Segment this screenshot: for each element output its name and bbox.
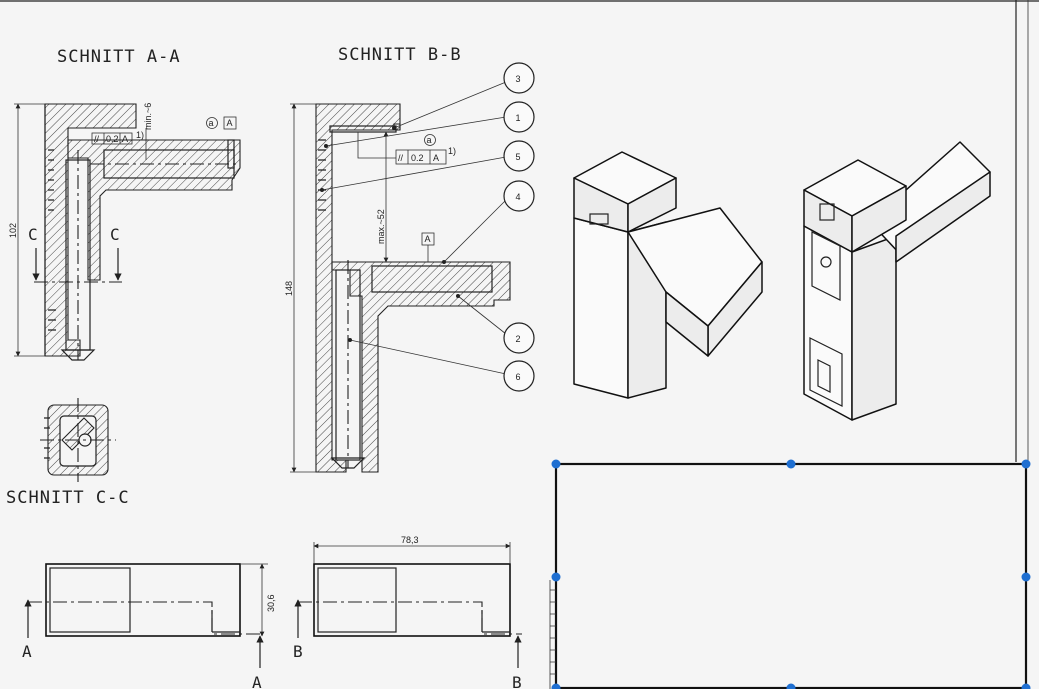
dim-width-top: 78,3 — [401, 535, 419, 545]
section-letter-b-left: B — [293, 642, 303, 661]
svg-text:0.2: 0.2 — [411, 153, 424, 163]
callout-balloons: 3 1 5 4 2 6 — [503, 62, 535, 392]
sheet-frame — [0, 0, 1039, 462]
bottom-view-a: A A 30,6 — [22, 563, 276, 689]
section-cc-title: SCHNITT C-C — [6, 488, 130, 508]
svg-text:5: 5 — [516, 152, 521, 162]
resize-handle-top-left[interactable] — [551, 459, 561, 469]
resize-handle-bottom-middle[interactable] — [786, 683, 796, 689]
resize-handle-middle-right[interactable] — [1021, 572, 1031, 582]
tolerance-frame-aa: // 0.2 A 1) — [91, 130, 144, 145]
section-bb-view: 148 max.~52 // 0.2 A 1) a A — [284, 81, 511, 473]
dim-min-gap: min.~6 — [143, 103, 153, 130]
callout-4: 4 — [503, 180, 535, 212]
resize-handle-bottom-left[interactable] — [551, 683, 561, 689]
dim-height-small: 30,6 — [266, 594, 276, 612]
callout-3: 3 — [503, 62, 535, 94]
datum-ref-aa: A — [227, 118, 233, 128]
selection-frame[interactable] — [549, 459, 1031, 689]
resize-handle-bottom-right[interactable] — [1021, 683, 1031, 689]
dim-height-bb: 148 — [284, 281, 294, 296]
section-letter-c-right: C — [110, 225, 120, 244]
dim-max-gap: max.~52 — [376, 209, 386, 244]
detail-mark-bb: a — [427, 135, 432, 145]
callout-2: 2 — [503, 322, 535, 354]
svg-text:A: A — [122, 134, 128, 144]
svg-text:1): 1) — [136, 130, 144, 140]
section-cc-view — [40, 398, 116, 482]
section-aa-view: 102 min.~6 // 0.2 A 1) a A C C — [8, 103, 241, 361]
svg-text:4: 4 — [516, 192, 521, 202]
resize-handle-middle-left[interactable] — [551, 572, 561, 582]
svg-text:0.2: 0.2 — [106, 134, 119, 144]
hatch-strip — [549, 580, 556, 689]
detail-mark-aa: a — [209, 118, 214, 128]
callout-6: 6 — [503, 360, 535, 392]
resize-handle-top-middle[interactable] — [786, 459, 796, 469]
section-aa-title: SCHNITT A-A — [57, 47, 181, 67]
svg-text:1: 1 — [516, 113, 521, 123]
dim-height-aa: 102 — [8, 223, 18, 238]
section-letter-a-left: A — [22, 642, 32, 661]
section-letter-b-right: B — [512, 673, 522, 689]
bottom-view-b: B B 78,3 — [293, 535, 522, 689]
section-bb-title: SCHNITT B-B — [338, 45, 462, 65]
section-letter-c-left: C — [28, 225, 38, 244]
svg-text:A: A — [433, 153, 439, 163]
svg-text://: // — [398, 153, 404, 163]
isometric-view-back — [803, 141, 991, 421]
section-letter-a-right: A — [252, 673, 262, 689]
svg-text:1): 1) — [448, 146, 456, 156]
datum-ref-bb: A — [425, 234, 431, 244]
isometric-view-front — [573, 151, 763, 399]
resize-handle-top-right[interactable] — [1021, 459, 1031, 469]
svg-text://: // — [94, 134, 100, 144]
callout-5: 5 — [503, 140, 535, 172]
callout-1: 1 — [503, 101, 535, 133]
tolerance-frame-bb: // 0.2 A 1) — [395, 146, 456, 165]
svg-text:2: 2 — [516, 334, 521, 344]
svg-text:3: 3 — [516, 74, 521, 84]
svg-text:6: 6 — [516, 372, 521, 382]
